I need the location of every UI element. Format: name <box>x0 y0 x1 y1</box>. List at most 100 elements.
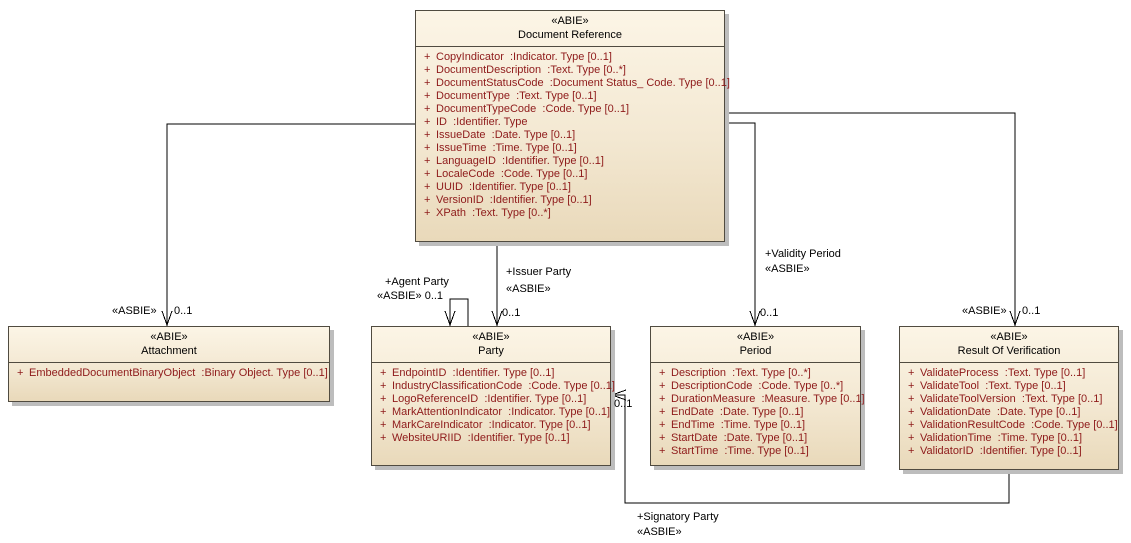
attribute-row[interactable]: + DocumentDescription :Text. Type [0..*] <box>416 64 724 77</box>
visibility-plus: + <box>380 419 387 431</box>
attribute-row[interactable]: +IndustryClassificationCode :Code. Type … <box>372 380 615 393</box>
class-name: Document Reference <box>518 29 622 41</box>
attribute-row[interactable]: +Description :Text. Type [0..*] <box>651 367 860 380</box>
attribute-row[interactable]: + LogoReferenceID :Identifier. Type [0..1… <box>372 393 610 406</box>
attribute-compartment: + CopyIndicator :Indicator. Type [0..1] +… <box>416 47 730 220</box>
visibility-plus: + <box>908 380 915 392</box>
attribute-text: EmbeddedDocumentBinaryObject :Binary Obj… <box>29 367 328 379</box>
multiplicity-text: 0..1 <box>424 290 444 302</box>
attribute-row[interactable]: +ValidationResultCode :Code. Type [0..1] <box>900 419 1118 432</box>
attribute-row[interactable]: +EndDate :Date. Type [0..1] <box>651 406 860 419</box>
attribute-row[interactable]: +DocumentTypeCode :Code. Type [0..1] <box>416 103 724 116</box>
attribute-row[interactable]: +WebsiteURIID :Identifier. Type [0..1] <box>372 432 610 445</box>
connector-verification-arrowhead <box>1009 310 1021 327</box>
connector-signatory-party-multiplicity-label: 0..1 <box>614 398 633 410</box>
attribute-compartment: + EmbeddedDocumentBinaryObject :Binary Ob… <box>9 363 329 380</box>
attribute-text: EndDate :Date. Type [0..1] <box>671 406 804 418</box>
attribute-row[interactable]: +UUID :Identifier. Type [0..1] <box>416 181 724 194</box>
attribute-compartment: +EndpointID :Identifier. Type [0..1] +In… <box>372 363 615 445</box>
attribute-text: CopyIndicator :Indicator. Type [0..1] <box>436 51 612 63</box>
class-document-reference[interactable]: «ABIE» Document Reference + CopyIndicator… <box>415 10 730 242</box>
attribute-text: MarkCareIndicator :Indicator. Type [0..1… <box>392 419 591 431</box>
attribute-row[interactable]: +DurationMeasure :Measure. Type [0..1] <box>651 393 865 406</box>
visibility-plus: + <box>908 367 915 379</box>
attribute-row[interactable]: +StartDate :Date. Type [0..1] <box>651 432 860 445</box>
class-header: «ABIE» Party <box>372 327 610 363</box>
class-header: «ABIE» Document Reference <box>416 11 724 47</box>
attribute-row[interactable]: +StartTime :Time. Type [0..1] <box>651 445 860 458</box>
attribute-text: Description :Text. Type [0..*] <box>671 367 811 379</box>
connector-verification-line[interactable] <box>725 112 1016 324</box>
attribute-row[interactable]: +ValidationDate :Date. Type [0..1] <box>900 406 1118 419</box>
attribute-text: LogoReferenceID :Identifier. Type [0..1] <box>392 393 587 405</box>
attribute-row[interactable]: +LocaleCode :Code. Type [0..1] <box>416 168 724 181</box>
visibility-plus: + <box>424 51 431 63</box>
connector-issuer-party-stereotype-label: «ASBIE» <box>506 283 551 295</box>
class-party[interactable]: «ABIE» Party +EndpointID :Identifier. Ty… <box>371 326 615 466</box>
attribute-text: ValidationDate :Date. Type [0..1] <box>920 406 1081 418</box>
attribute-text: WebsiteURIID :Identifier. Type [0..1] <box>392 432 570 444</box>
attribute-row[interactable]: + MarkCareIndicator :Indicator. Type [0..… <box>372 419 610 432</box>
visibility-plus: + <box>424 155 431 167</box>
attribute-text: MarkAttentionIndicator :Indicator. Type … <box>392 406 611 418</box>
visibility-plus: + <box>908 393 915 405</box>
attribute-row[interactable]: +ValidateProcess :Text. Type [0..1] <box>900 367 1118 380</box>
attribute-row[interactable]: +EndpointID :Identifier. Type [0..1] <box>372 367 610 380</box>
visibility-plus: + <box>424 116 431 128</box>
visibility-plus: + <box>908 445 915 457</box>
connector-validity-period-line[interactable] <box>725 122 756 324</box>
connector-signatory-party-arrowhead <box>610 389 627 401</box>
connector-agent-party-line[interactable] <box>449 298 469 326</box>
attribute-text: DocumentStatusCode :Document Status_ Cod… <box>436 77 730 89</box>
attribute-row[interactable]: + EmbeddedDocumentBinaryObject :Binary Ob… <box>9 367 329 380</box>
class-attachment[interactable]: «ABIE» Attachment + EmbeddedDocumentBinar… <box>8 326 330 402</box>
attribute-row[interactable]: +XPath :Text. Type [0..*] <box>416 207 724 220</box>
attribute-row[interactable]: +LanguageID :Identifier. Type [0..1] <box>416 155 724 168</box>
attribute-text: DurationMeasure :Measure. Type [0..1] <box>671 393 865 405</box>
connector-signatory-party-line[interactable] <box>613 394 1010 504</box>
connector-issuer-party-arrowhead <box>491 310 503 327</box>
attribute-text: DocumentDescription :Text. Type [0..*] <box>436 64 626 76</box>
attribute-row[interactable]: +ValidateTool :Text. Type [0..1] <box>900 380 1118 393</box>
visibility-plus: + <box>908 432 915 444</box>
visibility-plus: + <box>380 406 387 418</box>
connector-signatory-party-name-label: +Signatory Party <box>637 511 719 523</box>
connector-agent-party-name-label: +Agent Party <box>385 276 449 288</box>
attribute-row[interactable]: +IssueDate :Date. Type [0..1] <box>416 129 724 142</box>
attribute-text: IssueTime :Time. Type [0..1] <box>436 142 577 154</box>
class-header: «ABIE» Attachment <box>9 327 329 363</box>
attribute-text: StartTime :Time. Type [0..1] <box>671 445 809 457</box>
connector-attachment-arrowhead <box>161 310 173 327</box>
attribute-text: ValidateToolVersion :Text. Type [0..1] <box>920 393 1103 405</box>
attribute-row[interactable]: +VersionID :Identifier. Type [0..1] <box>416 194 724 207</box>
connector-validity-period-stereotype-label: «ASBIE» <box>765 263 810 275</box>
attribute-row[interactable]: +DocumentType :Text. Type [0..1] <box>416 90 724 103</box>
connector-verification-stereotype-label: «ASBIE» <box>962 305 1007 317</box>
attribute-row[interactable]: + MarkAttentionIndicator :Indicator. Type… <box>372 406 610 419</box>
class-header: «ABIE» Result Of Verification <box>900 327 1118 363</box>
attribute-row[interactable]: +ID :Identifier. Type <box>416 116 724 129</box>
attribute-row[interactable]: +ValidationTime :Time. Type [0..1] <box>900 432 1118 445</box>
visibility-plus: + <box>17 367 24 379</box>
attribute-row[interactable]: +ValidatorID :Identifier. Type [0..1] <box>900 445 1118 458</box>
attribute-row[interactable]: + ValidateToolVersion :Text. Type [0..1] <box>900 393 1118 406</box>
class-result-of-verification[interactable]: «ABIE» Result Of Verification +ValidateP… <box>899 326 1119 470</box>
connector-agent-party-arrowhead <box>444 310 456 327</box>
attribute-text: LocaleCode :Code. Type [0..1] <box>436 168 588 180</box>
attribute-row[interactable]: +EndTime :Time. Type [0..1] <box>651 419 860 432</box>
attribute-row[interactable]: + CopyIndicator :Indicator. Type [0..1] <box>416 51 724 64</box>
visibility-plus: + <box>424 64 431 76</box>
attribute-row[interactable]: +IssueTime :Time. Type [0..1] <box>416 142 724 155</box>
class-stereotype: «ABIE» <box>551 15 589 27</box>
visibility-plus: + <box>424 103 431 115</box>
attribute-row[interactable]: +DocumentStatusCode :Document Status_ Co… <box>416 77 730 90</box>
visibility-plus: + <box>380 380 387 392</box>
visibility-plus: + <box>380 393 387 405</box>
attribute-row[interactable]: +DescriptionCode :Code. Type [0..*] <box>651 380 860 393</box>
attribute-text: ValidationResultCode :Code. Type [0..1] <box>920 419 1118 431</box>
class-period[interactable]: «ABIE» Period +Description :Text. Type [… <box>650 326 865 466</box>
connector-attachment-stereotype-label: «ASBIE» <box>112 305 157 317</box>
connector-attachment-line[interactable] <box>166 123 415 324</box>
connector-validity-period-multiplicity-label: 0..1 <box>760 307 779 319</box>
class-name: Result Of Verification <box>957 345 1061 357</box>
